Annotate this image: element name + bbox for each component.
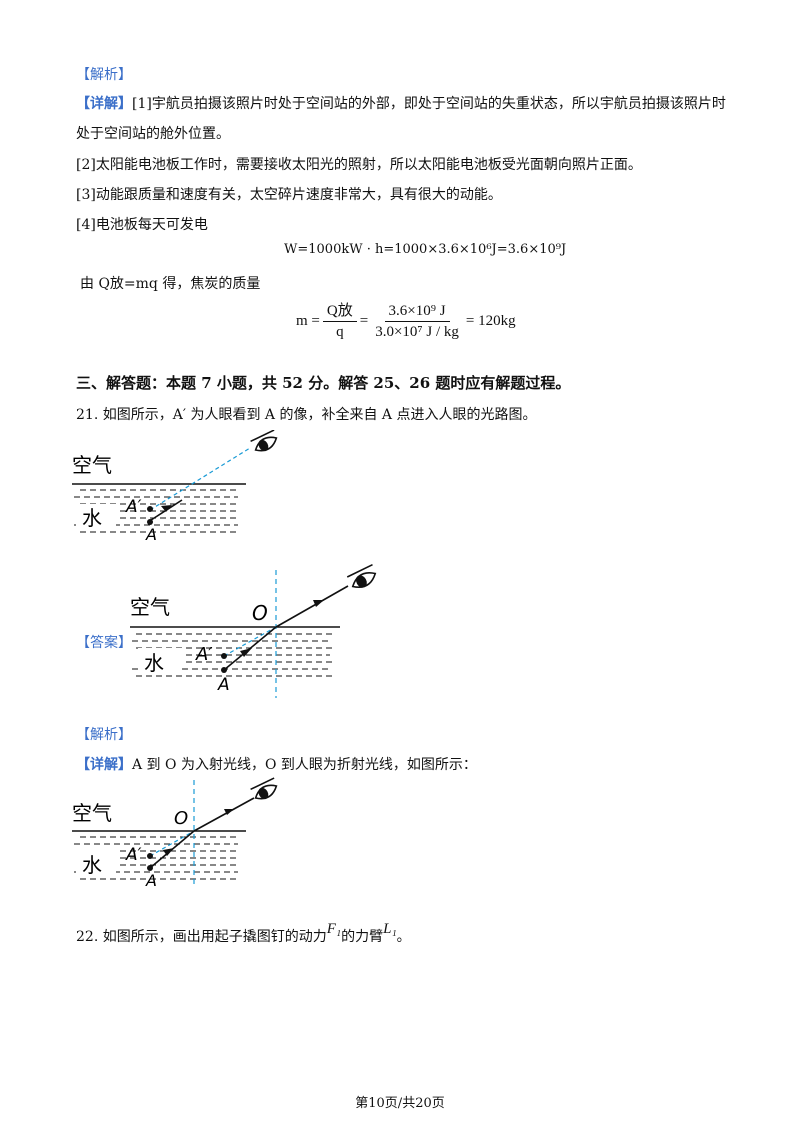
detail-line-1b: 处于空间站的舱外位置。 — [76, 126, 230, 142]
fig2-label-O: O — [252, 601, 268, 625]
fig1-arrowhead — [161, 505, 172, 512]
detail-line-5: 由 Q放=mq 得，焦炭的质量 — [80, 276, 261, 292]
fig1-point-A-prime — [147, 506, 153, 512]
fig1-point-A — [147, 519, 153, 525]
formula-w: W=1000kW · h=1000×3.6×10⁶J=3.6×10⁹J — [284, 242, 567, 257]
fig2-water-label-bg — [138, 648, 182, 674]
fig2-label-A: A — [217, 675, 230, 695]
fig2-eye-icon — [346, 563, 377, 588]
q21-figure-question: 空气 水 A′ A — [72, 430, 278, 544]
analysis-tag-1: 【解析】 — [76, 67, 132, 83]
detail-line-1a: 【详解】[1]宇航员拍摄该照片时处于空间站的外部，即处于空间站的失重状态，所以宇… — [76, 93, 726, 113]
formula-m-eq: = — [359, 313, 369, 329]
fraction-1-denominator: q — [336, 324, 344, 340]
formula-m: m = Q放 q = 3.6×10⁹ J 3.0×10⁷ J / kg = 12… — [296, 302, 516, 341]
fig3-incident-arrowhead — [163, 848, 174, 856]
detail-line-2: [2]太阳能电池板工作时，需要接收太阳光的照射，所以太阳能电池板受光面朝向照片正… — [76, 157, 642, 173]
fig3-sight-extension — [149, 830, 195, 857]
fig1-label-A: A — [145, 525, 157, 544]
q22-L1: L₁ — [383, 921, 397, 937]
fig2-point-A — [221, 667, 227, 673]
fraction-2-numerator: 3.6×10⁹ J — [384, 302, 450, 322]
detail-tag-1: 【详解】 — [76, 96, 132, 112]
formula-m-rhs: = 120kg — [465, 313, 516, 329]
fig1-water-label: 水 — [82, 506, 102, 530]
fig2-air-label: 空气 — [130, 595, 170, 619]
page-footer: 第10页/共20页 — [355, 1096, 445, 1111]
fig1-air-label: 空气 — [72, 453, 112, 477]
fig1-water-label-bg — [76, 504, 116, 530]
fraction-q-over-q: Q放 q — [322, 302, 357, 341]
fig2-incident-arrowhead — [240, 648, 252, 657]
q22-suffix: 。 — [396, 929, 411, 945]
q22-F1: F₁ — [326, 921, 342, 937]
fig3-label-A-prime: A′ — [125, 845, 142, 865]
q21-figure-detail: 空气 水 A′ A O — [72, 777, 278, 890]
fig2-point-A-prime — [221, 653, 227, 659]
analysis-tag-2: 【解析】 — [76, 727, 132, 743]
detail-text-1a: [1]宇航员拍摄该照片时处于空间站的外部，即处于空间站的失重状态，所以宇航员拍摄… — [132, 96, 726, 112]
q21-detail-text: A 到 O 为入射光线，O 到人眼为折射光线，如图所示： — [132, 757, 477, 773]
fig3-label-O: O — [174, 808, 188, 829]
detail-line-4: [4]电池板每天可发电 — [76, 217, 208, 233]
section-heading: 三、解答题：本题 7 小题，共 52 分。解答 25、26 题时应有解题过程。 — [76, 374, 571, 392]
fig1-water-hatching — [74, 489, 240, 533]
fraction-numeric: 3.6×10⁹ J 3.0×10⁷ J / kg — [371, 302, 463, 341]
fig2-refracted-ray — [275, 585, 349, 628]
fig2-label-A-prime: A′ — [195, 644, 212, 665]
q21-question: 21. 如图所示，A′ 为人眼看到 A 的像，补全来自 A 点进入人眼的光路图。 — [76, 407, 537, 423]
fig3-water-hatching — [74, 836, 240, 880]
fig2-refracted-arrowhead — [313, 600, 324, 607]
fig2-water-label: 水 — [144, 651, 164, 675]
fig3-refracted-ray — [193, 797, 255, 832]
fraction-1-numerator: Q放 — [322, 302, 357, 322]
fig1-label-A-prime: A′ — [125, 497, 142, 517]
answer-tag: 【答案】 — [76, 635, 132, 651]
detail-line-3: [3]动能跟质量和速度有关，太空碎片速度非常大，具有很大的动能。 — [76, 187, 502, 203]
fig1-eye-icon — [250, 430, 278, 452]
detail-tag-2: 【详解】 — [76, 757, 132, 773]
fig1-light-ray — [147, 499, 183, 523]
q21-figure-answer: 空气 水 A′ A O — [130, 563, 377, 698]
formula-m-lhs: m = — [296, 313, 320, 329]
q22-prefix: 22. 如图所示，画出用起子撬图钉的动力 — [76, 929, 327, 945]
fig3-eye-icon — [250, 777, 278, 800]
fig3-point-A — [147, 865, 153, 871]
fig3-water-label: 水 — [82, 853, 102, 877]
q22-mid: 的力臂 — [341, 929, 384, 945]
fig3-point-A-prime — [147, 853, 153, 859]
fig3-label-A: A — [145, 871, 157, 890]
fig3-water-label-bg — [76, 850, 116, 876]
fig3-air-label: 空气 — [72, 801, 112, 825]
fig2-sight-extension — [223, 626, 277, 657]
fig3-refracted-arrowhead — [224, 809, 234, 815]
fig1-sight-line — [149, 447, 251, 511]
q21-detail-line: 【详解】A 到 O 为入射光线，O 到人眼为折射光线，如图所示： — [76, 754, 477, 774]
fraction-2-denominator: 3.0×10⁷ J / kg — [375, 324, 459, 340]
q22-question: 22. 如图所示，画出用起子撬图钉的动力F₁的力臂L₁。 — [76, 921, 411, 946]
